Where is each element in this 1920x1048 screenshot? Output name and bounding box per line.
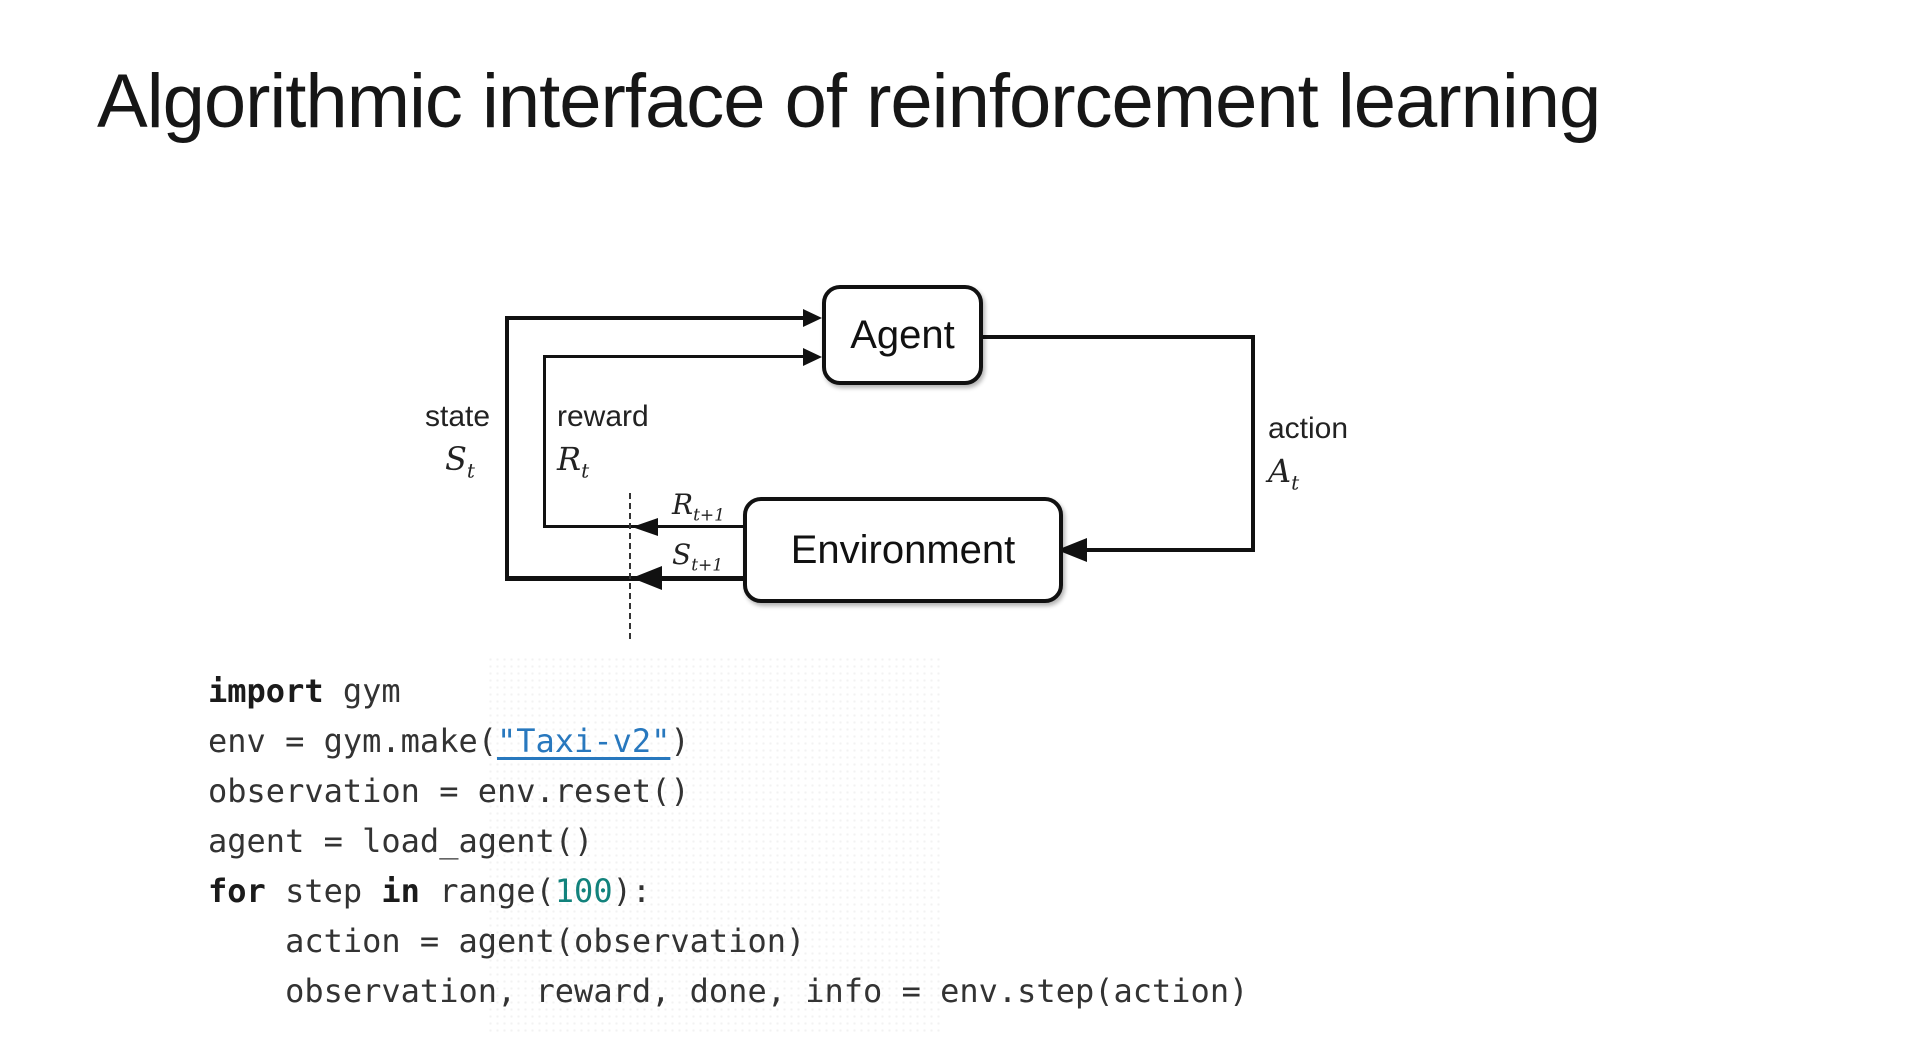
- action-line-bottom: [1085, 548, 1255, 552]
- reward-next-symbol-label: Rt+1: [672, 488, 725, 526]
- reward-line-vertical: [543, 355, 546, 528]
- reward-line-top: [543, 355, 806, 358]
- reward-word-label: reward: [557, 400, 649, 433]
- code-line: observation = env.reset(): [208, 766, 1248, 816]
- code-line: agent = load_agent(): [208, 816, 1248, 866]
- code-token: 100: [554, 872, 613, 910]
- code-token: ): [670, 722, 690, 760]
- code-token: for: [208, 872, 266, 910]
- state-symbol-label: St: [445, 440, 475, 483]
- taxi-v2-link[interactable]: "Taxi-v2": [496, 722, 671, 760]
- code-token: agent = load_agent(): [208, 822, 594, 860]
- environment-node: Environment: [743, 497, 1063, 603]
- timestep-dashed-line: [629, 493, 631, 639]
- code-token: step: [265, 872, 382, 910]
- state-line-vertical: [505, 316, 509, 580]
- environment-node-label: Environment: [790, 527, 1016, 572]
- state-word-label: state: [425, 400, 491, 433]
- code-line: for step in range(100):: [208, 866, 1248, 916]
- action-word-label: action: [1268, 412, 1349, 445]
- code-token: in: [381, 872, 420, 910]
- state-line-top: [505, 316, 806, 320]
- code-line: observation, reward, done, info = env.st…: [208, 966, 1248, 1016]
- reward-symbol-label: Rt: [557, 440, 590, 483]
- page-title: Algorithmic interface of reinforcement l…: [97, 59, 1601, 144]
- agent-node-label: Agent: [850, 312, 955, 357]
- state-next-arrowhead-icon: [632, 566, 662, 590]
- code-token: import: [208, 672, 324, 710]
- action-symbol-label: At: [1268, 452, 1300, 495]
- state-arrowhead-into-agent-icon: [803, 309, 822, 327]
- reward-arrowhead-into-agent-icon: [803, 348, 822, 366]
- agent-node: Agent: [822, 285, 983, 385]
- halftone-watermark: [487, 656, 942, 1036]
- code-token: action = agent(observation): [208, 922, 806, 960]
- code-token: observation, reward, done, info = env.st…: [208, 972, 1249, 1010]
- reward-next-arrowhead-icon: [632, 518, 658, 536]
- code-token: ):: [612, 872, 652, 910]
- code-token: observation = env.reset(): [208, 772, 690, 810]
- code-token: range(: [419, 872, 555, 910]
- state-line-bottom: [505, 576, 745, 581]
- code-token: env = gym.make(: [208, 722, 497, 760]
- code-line: import gym: [208, 666, 1248, 716]
- code-line: action = agent(observation): [208, 916, 1248, 966]
- action-line-top: [975, 335, 1255, 339]
- code-line: env = gym.make("Taxi-v2"): [208, 716, 1248, 766]
- state-next-symbol-label: St+1: [672, 538, 724, 576]
- code-token: gym: [323, 672, 401, 710]
- action-line-vertical: [1251, 335, 1255, 552]
